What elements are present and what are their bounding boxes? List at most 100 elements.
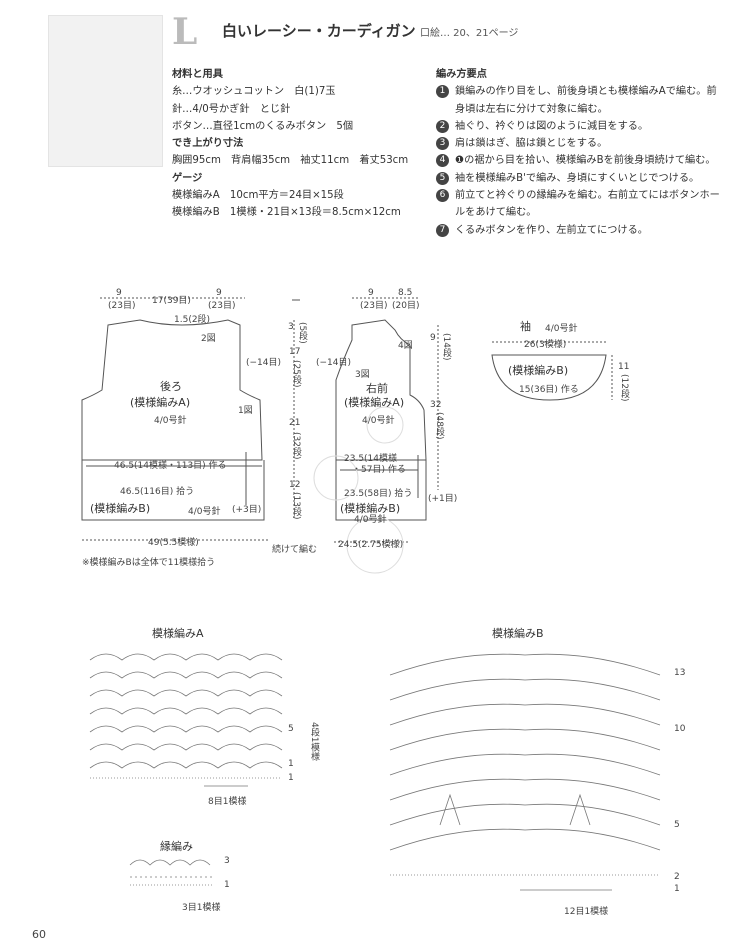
- chart-b-symbols: [389, 653, 661, 891]
- sleeve-height: 11: [618, 362, 630, 372]
- step-text: 鎖編みの作り目をし、前後身頃とも模様編みAで編む。前身頃は左右に分けて対象に編む…: [455, 86, 717, 115]
- back-dec: (−14目): [246, 358, 282, 368]
- sleeve-cast: 15(36目) 作る: [519, 385, 579, 395]
- front-height-2-sub: (48段): [434, 412, 444, 440]
- back-top-left-dim: 9: [116, 288, 122, 298]
- front-pattern-b: (模様編みB): [340, 502, 401, 515]
- back-needle: 4/0号針: [154, 416, 187, 426]
- sleeve-outline: [491, 354, 607, 401]
- step-item: 3 肩は鎖はぎ、脇は鎖とじをする。: [436, 135, 726, 152]
- front-top-left-dim: 9: [368, 288, 374, 298]
- chart-b-row-mark: 10: [674, 724, 686, 734]
- back-top-right-sub: (23目): [208, 301, 236, 311]
- step-item: 4 ❶の裾から目を拾い、模様編みBを前後身頃続けて編む。: [436, 152, 726, 169]
- back-top-right-dim: 9: [216, 288, 222, 298]
- back-piece-name: 後ろ: [160, 380, 182, 393]
- sleeve-pattern: (模様編みB): [508, 364, 569, 377]
- sleeve-needle: 4/0号針: [545, 324, 578, 334]
- chart-b-title: 模様編みB: [492, 627, 544, 640]
- front-width-a: 23.5(14模様: [344, 454, 398, 464]
- side-dim-2: 17: [289, 347, 301, 357]
- back-needle-b: 4/0号針: [188, 507, 221, 517]
- chart-a-symbols: [89, 653, 283, 787]
- chart-a-row-mark: 1: [288, 773, 294, 783]
- front-needle-b: 4/0号針: [354, 515, 387, 525]
- step-item: 1 鎖編みの作り目をし、前後身頃とも模様編みAで編む。前身頃は左右に分けて対象に編…: [436, 83, 726, 118]
- front-pattern-a: (模様編みA): [344, 396, 405, 409]
- side-dim-2-sub: (25段): [291, 360, 301, 388]
- chart-a-rows: 4段1模様: [309, 722, 319, 761]
- back-note: ※模様編みBは全体で11模様拾う: [82, 558, 216, 568]
- back-fig1: 1図: [238, 406, 253, 416]
- front-width-a2: ・57目) 作る: [352, 465, 406, 475]
- chart-b-row-mark: 1: [674, 884, 680, 894]
- front-top-left-sub: (23目): [360, 301, 388, 311]
- chart-b-row-mark: 2: [674, 872, 680, 882]
- chart-edge-repeat: 3目1模様: [182, 903, 221, 913]
- front-height-1-sub: (14段): [441, 333, 451, 361]
- step-text: 前立てと衿ぐりの縁編みを編む。右前立てにはボタンホールをあけて編む。: [455, 190, 720, 219]
- step-item: 7 くるみボタンを作り、左前立てにつける。: [436, 222, 726, 239]
- back-plus3: (+3目): [232, 505, 262, 515]
- page-number: 60: [32, 928, 46, 941]
- buttons-line: ボタン…直径1cmのくるみボタン 5個: [172, 120, 354, 132]
- front-width-b: 23.5(58目) 拾う: [344, 489, 413, 499]
- front-height-2: 32: [430, 400, 442, 410]
- front-top-right-sub: (20目): [392, 301, 420, 311]
- chart-edge-symbols: [129, 859, 214, 886]
- side-dim-1-sub: (5段): [297, 322, 307, 344]
- step-text: くるみボタンを作り、左前立てにつける。: [455, 224, 648, 236]
- chart-edge-title: 縁編み: [160, 840, 193, 853]
- step-text: 袖ぐり、衿ぐりは図のように減目をする。: [455, 120, 649, 132]
- gauge-b-line: 模様編みB 1模様・21目×13段＝8.5cm×12cm: [172, 207, 401, 219]
- step-number: 3: [436, 137, 449, 151]
- back-top-mid-dim: 17(39目): [152, 296, 191, 306]
- side-dim-4: 12: [289, 480, 301, 490]
- gauge-heading: ゲージ: [172, 172, 203, 184]
- step-number: 4: [436, 154, 449, 168]
- front-needle: 4/0号針: [362, 416, 395, 426]
- back-body-outline: [81, 319, 263, 461]
- back-width-a: 46.5(14模様・113目) 作る: [114, 461, 227, 471]
- chart-b-repeat: 12目1模様: [564, 907, 609, 917]
- size-line: 胸囲95cm 背肩幅35cm 袖丈11cm 着丈53cm: [172, 155, 409, 167]
- step-text: ❶の裾から目を拾い、模様編みBを前後身頃続けて編む。: [455, 155, 716, 167]
- back-pattern-b: (模様編みB): [90, 502, 151, 515]
- step-number: 1: [436, 85, 449, 99]
- sleeve-name: 袖: [520, 320, 531, 333]
- yarn-line: 糸…ウオッシュコットン 白(1)7玉: [172, 86, 336, 98]
- sleeve-top-dim: 26(3模様): [524, 340, 567, 350]
- chart-a-title: 模様編みA: [152, 627, 204, 640]
- step-text: 袖を模様編みB'で編み、身頃にすくいとじでつける。: [455, 172, 700, 184]
- back-fig2: 2図: [201, 334, 216, 344]
- front-body-outline: [335, 319, 427, 461]
- materials-block: 材料と用具 糸…ウオッシュコットン 白(1)7玉 針…4/0号かぎ針 とじ針 ボ…: [172, 66, 432, 222]
- page-title: 白いレーシー・カーディガン: [222, 22, 416, 40]
- side-dim-4-sub: (13段): [291, 492, 301, 520]
- front-piece-name: 右前: [366, 382, 388, 395]
- step-text: 肩は鎖はぎ、脇は鎖とじをする。: [455, 138, 608, 150]
- back-hem-outline: [81, 460, 265, 521]
- chart-b-row-mark: 5: [674, 820, 680, 830]
- front-dec: (−14目): [316, 358, 352, 368]
- front-top-right-dim: 8.5: [398, 288, 413, 298]
- step-number: 6: [436, 189, 449, 203]
- materials-heading: 材料と用具: [172, 69, 223, 80]
- chart-a-row-mark: 5: [288, 724, 294, 734]
- section-letter: L: [172, 11, 198, 53]
- front-height-1: 9: [430, 333, 436, 343]
- side-dim-1: 3: [288, 322, 294, 332]
- chart-a-row-mark: 1: [288, 759, 294, 769]
- back-top-left-sub: (23目): [108, 301, 136, 311]
- back-bottom-dim: 49(5.5模様): [148, 538, 199, 548]
- step-number: 7: [436, 223, 449, 237]
- chart-a-repeat: 8目1模様: [208, 797, 247, 807]
- gauge-a-line: 模様編みA 10cm平方＝24目×15段: [172, 190, 344, 202]
- step-item: 6 前立てと衿ぐりの縁編みを編む。右前立てにはボタンホールをあけて編む。: [436, 187, 726, 222]
- size-heading: でき上がり寸法: [172, 138, 244, 150]
- cardigan-photo: [48, 15, 163, 167]
